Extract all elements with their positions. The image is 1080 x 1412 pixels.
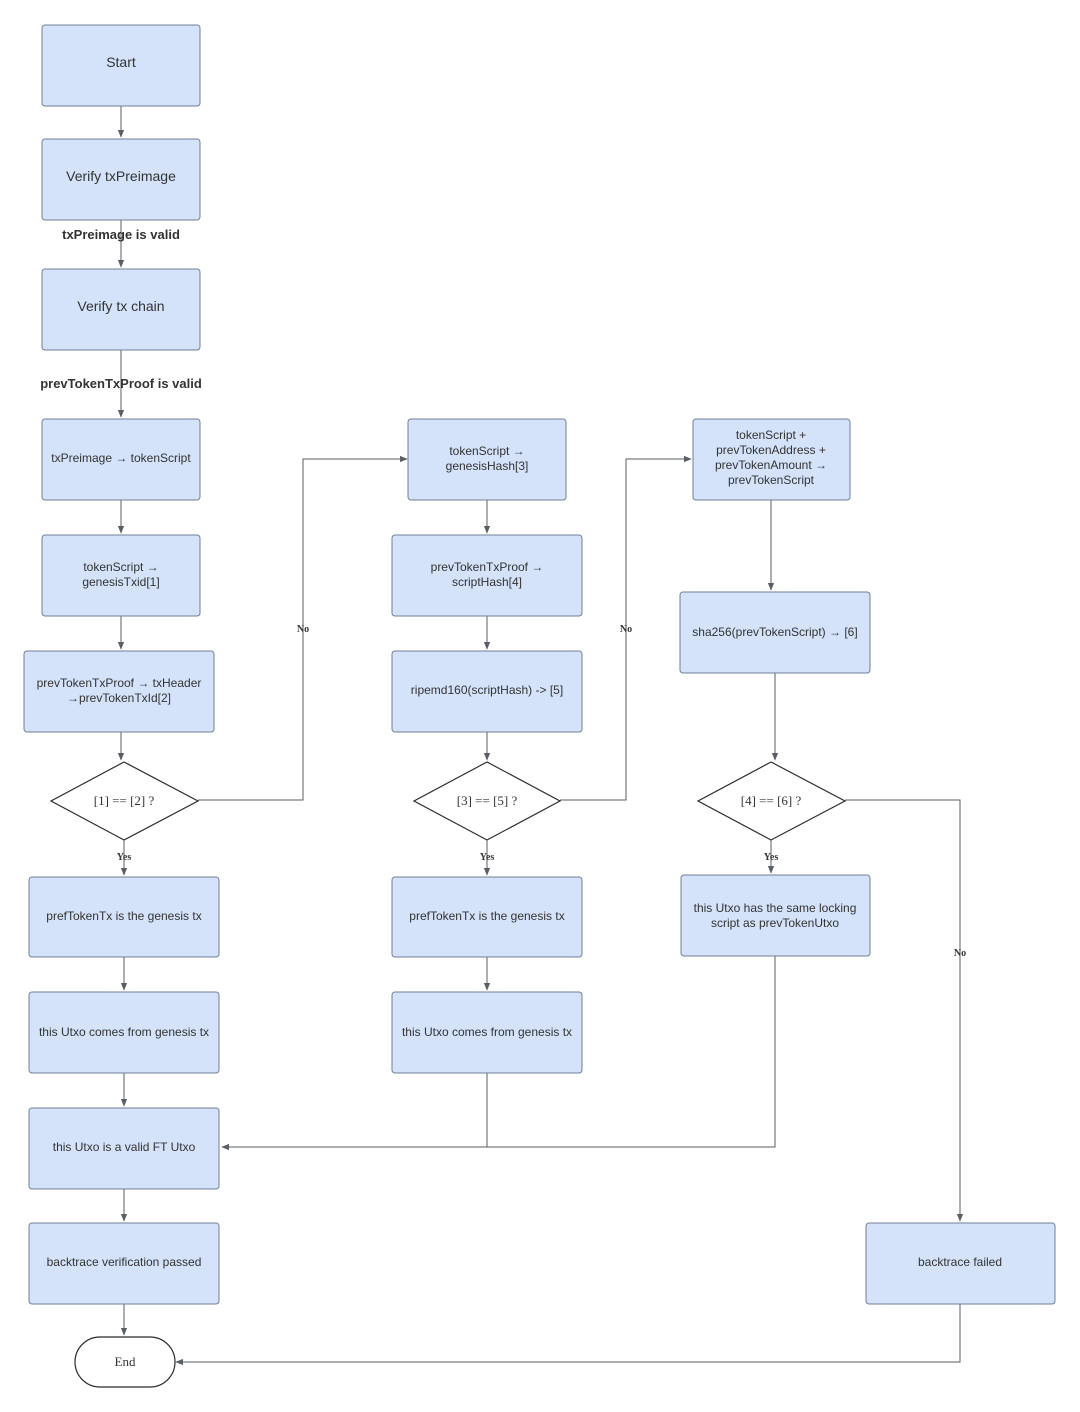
node-passed: backtrace verification passed xyxy=(28,1222,220,1305)
decision-1: [1] == [2] ? xyxy=(49,761,200,841)
node-verify-preimage: Verify txPreimage xyxy=(41,138,201,221)
svg-text:backtrace failed: backtrace failed xyxy=(918,1255,1002,1269)
svg-text:backtrace verification passed: backtrace verification passed xyxy=(47,1255,202,1269)
svg-text:Verify tx chain: Verify tx chain xyxy=(77,298,164,314)
edge-c3-to-valid xyxy=(487,956,776,1148)
node-genesis-tx-2: prefTokenTx is the genesis tx xyxy=(391,876,583,958)
svg-text:[3] == [5] ?: [3] == [5] ? xyxy=(457,793,518,808)
svg-text:txPreimage → tokenScript: txPreimage → tokenScript xyxy=(51,451,191,465)
edge-label-yes-1: Yes xyxy=(117,852,132,863)
edge-label-no-2: No xyxy=(620,624,632,635)
node-preimage-to-script: txPreimage → tokenScript xyxy=(41,418,201,501)
edge-label-no-3: No xyxy=(954,948,966,959)
node-ripemd: ripemd160(scriptHash) -> [5] xyxy=(391,650,583,733)
node-start-label: Start xyxy=(106,54,136,70)
edge-label-no-1: No xyxy=(297,624,309,635)
svg-text:scriptHash[4]: scriptHash[4] xyxy=(452,575,522,589)
edge-label-yes-2: Yes xyxy=(480,852,495,863)
edge-c2-to-valid xyxy=(221,1073,488,1151)
svg-text:this Utxo comes from genesis t: this Utxo comes from genesis tx xyxy=(402,1025,572,1039)
svg-text:sha256(prevTokenScript) → [6]: sha256(prevTokenScript) → [6] xyxy=(692,625,857,639)
svg-text:script as prevTokenUtxo: script as prevTokenUtxo xyxy=(711,916,839,930)
node-sha256: sha256(prevTokenScript) → [6] xyxy=(679,591,871,674)
svg-text:tokenScript →: tokenScript → xyxy=(449,444,524,458)
edge-d3-no xyxy=(845,799,964,1222)
svg-text:[1] == [2] ?: [1] == [2] ? xyxy=(94,793,155,808)
node-failed: backtrace failed xyxy=(865,1222,1056,1305)
svg-text:this Utxo is a valid FT Utxo: this Utxo is a valid FT Utxo xyxy=(53,1140,196,1154)
svg-text:prefTokenTx is the genesis tx: prefTokenTx is the genesis tx xyxy=(409,909,564,923)
node-same-lock: this Utxo has the same locking script as… xyxy=(680,874,871,957)
node-valid-ft: this Utxo is a valid FT Utxo xyxy=(28,1107,220,1190)
svg-text:prevTokenAmount →: prevTokenAmount → xyxy=(715,458,827,472)
edge-d1-no xyxy=(198,455,408,801)
svg-text:prevTokenTxProof → txHeader: prevTokenTxProof → txHeader xyxy=(37,676,202,690)
svg-text:tokenScript →: tokenScript → xyxy=(83,560,158,574)
edge-label-preimage-valid: txPreimage is valid xyxy=(62,227,180,242)
node-script-to-genesis-hash: tokenScript → genesisHash[3] xyxy=(407,418,567,501)
svg-text:End: End xyxy=(115,1354,136,1369)
node-script-to-genesis-txid: tokenScript → genesisTxid[1] xyxy=(41,534,201,617)
svg-text:tokenScript +: tokenScript + xyxy=(736,428,806,442)
svg-text:this Utxo comes from genesis t: this Utxo comes from genesis tx xyxy=(39,1025,209,1039)
svg-text:prevTokenTxProof →: prevTokenTxProof → xyxy=(431,560,544,574)
svg-text:→prevTokenTxId[2]: →prevTokenTxId[2] xyxy=(67,691,171,705)
node-proof-to-header: prevTokenTxProof → txHeader →prevTokenTx… xyxy=(23,650,215,733)
node-verify-chain: Verify tx chain xyxy=(41,268,201,351)
svg-text:prevTokenAddress +: prevTokenAddress + xyxy=(716,443,826,457)
decision-2: [3] == [5] ? xyxy=(412,761,562,841)
svg-text:genesisHash[3]: genesisHash[3] xyxy=(446,459,529,473)
node-start: Start xyxy=(41,24,201,107)
connectors xyxy=(117,106,964,1366)
svg-text:prevTokenScript: prevTokenScript xyxy=(728,473,815,487)
svg-text:this Utxo has the same locking: this Utxo has the same locking xyxy=(694,901,857,915)
edge-d2-no xyxy=(560,455,692,801)
svg-text:[4] == [6] ?: [4] == [6] ? xyxy=(741,793,802,808)
edge-label-proof-valid: prevTokenTxProof is valid xyxy=(40,376,202,391)
node-script-concat: tokenScript + prevTokenAddress + prevTok… xyxy=(692,418,851,501)
decision-3: [4] == [6] ? xyxy=(696,761,847,841)
edge-failed-end xyxy=(175,1304,961,1366)
svg-text:ripemd160(scriptHash) -> [5]: ripemd160(scriptHash) -> [5] xyxy=(411,683,563,697)
svg-text:prefTokenTx is the genesis tx: prefTokenTx is the genesis tx xyxy=(46,909,201,923)
node-from-genesis-1: this Utxo comes from genesis tx xyxy=(28,991,220,1074)
node-from-genesis-2: this Utxo comes from genesis tx xyxy=(391,991,583,1074)
svg-text:Verify txPreimage: Verify txPreimage xyxy=(66,168,176,184)
node-genesis-tx-1: prefTokenTx is the genesis tx xyxy=(28,876,220,958)
node-proof-to-script-hash: prevTokenTxProof → scriptHash[4] xyxy=(391,534,583,617)
edge-label-yes-3: Yes xyxy=(764,852,779,863)
svg-text:genesisTxid[1]: genesisTxid[1] xyxy=(82,575,159,589)
node-end: End xyxy=(74,1336,176,1388)
